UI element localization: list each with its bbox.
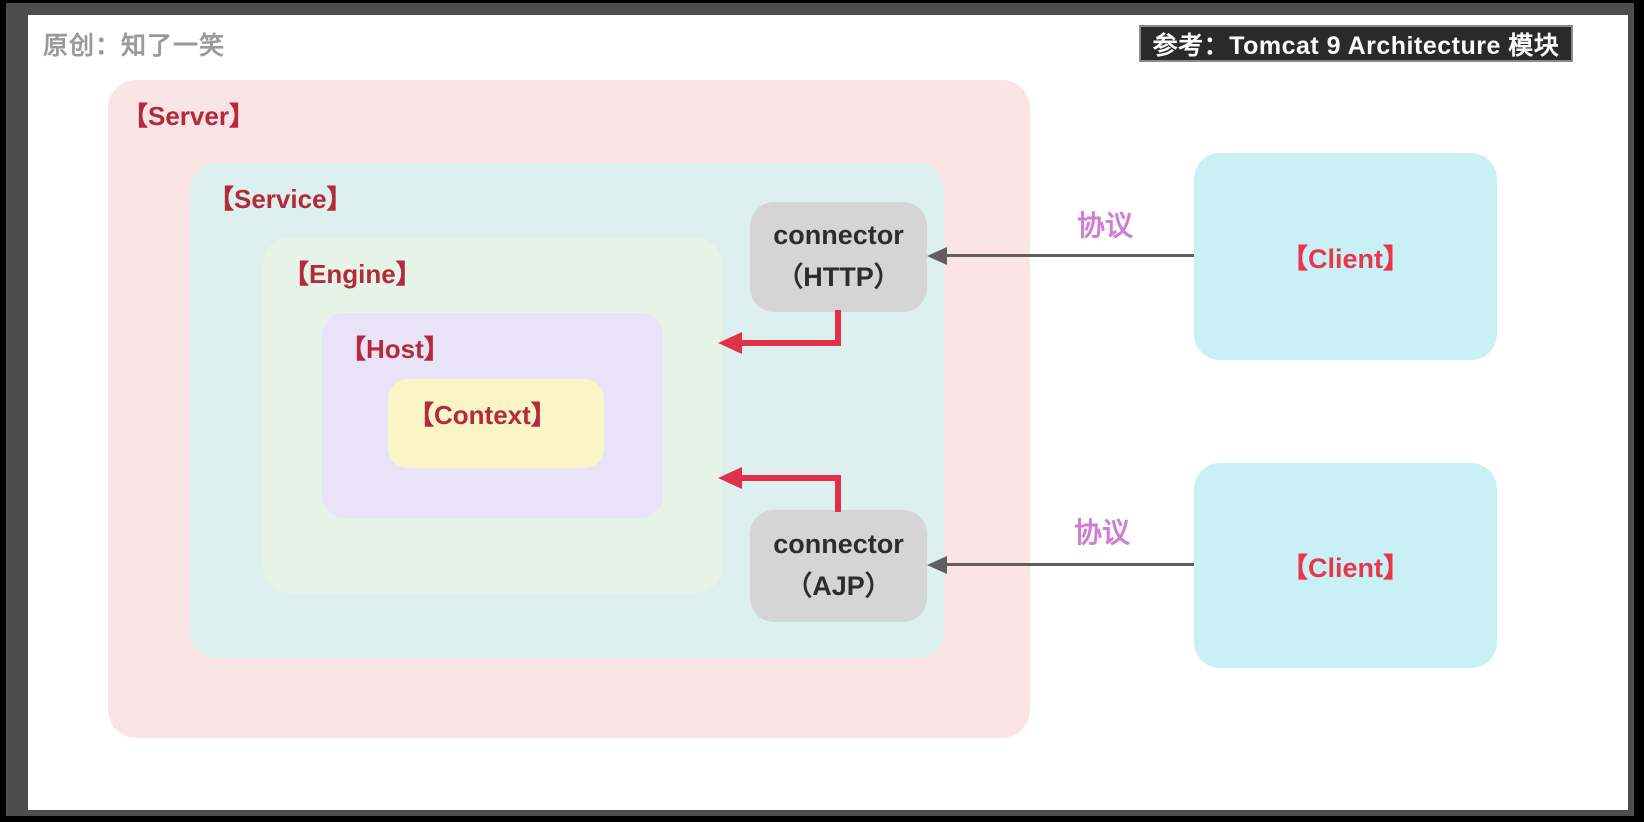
credit-text: 原创：知了一笑 [43,32,226,60]
client-bottom-label: 【Client】 [1280,553,1410,583]
red-arrow-ajp-head-icon [718,467,742,489]
connector-http-line2: （HTTP） [776,262,901,292]
engine-label: 【Engine】 [283,259,422,289]
connector-ajp-line1: connector [773,529,904,560]
red-arrow-http-head-icon [718,332,742,354]
red-arrow-ajp-horizontal [740,475,841,481]
red-arrow-http-horizontal [740,340,841,346]
protocol-label-top: 协议 [1076,210,1133,241]
context-label: 【Context】 [408,400,557,430]
server-label: 【Server】 [122,101,255,131]
gray-arrow-http-head-icon [927,247,947,265]
host-label: 【Host】 [340,334,450,364]
connector-ajp-box: connector （AJP） [750,510,927,622]
connector-http-line1: connector [773,220,904,251]
gray-arrow-ajp-line [945,563,1194,566]
connector-ajp-line2: （AJP） [785,571,892,601]
reference-badge-label: 参考：Tomcat 9 Architecture 模块 [1152,31,1560,60]
red-arrow-http-vertical [835,310,841,343]
gray-arrow-ajp-head-icon [927,556,947,574]
client-bottom-box: 【Client】 [1194,463,1497,668]
red-arrow-ajp-vertical [835,478,841,512]
connector-http-box: connector （HTTP） [750,202,927,312]
client-top-box: 【Client】 [1194,153,1497,360]
client-top-label: 【Client】 [1280,244,1410,274]
service-label: 【Service】 [208,184,353,214]
context-box [388,379,604,468]
protocol-label-bottom: 协议 [1073,517,1130,548]
gray-arrow-http-line [945,254,1194,257]
reference-badge: 参考：Tomcat 9 Architecture 模块 [1139,25,1573,62]
